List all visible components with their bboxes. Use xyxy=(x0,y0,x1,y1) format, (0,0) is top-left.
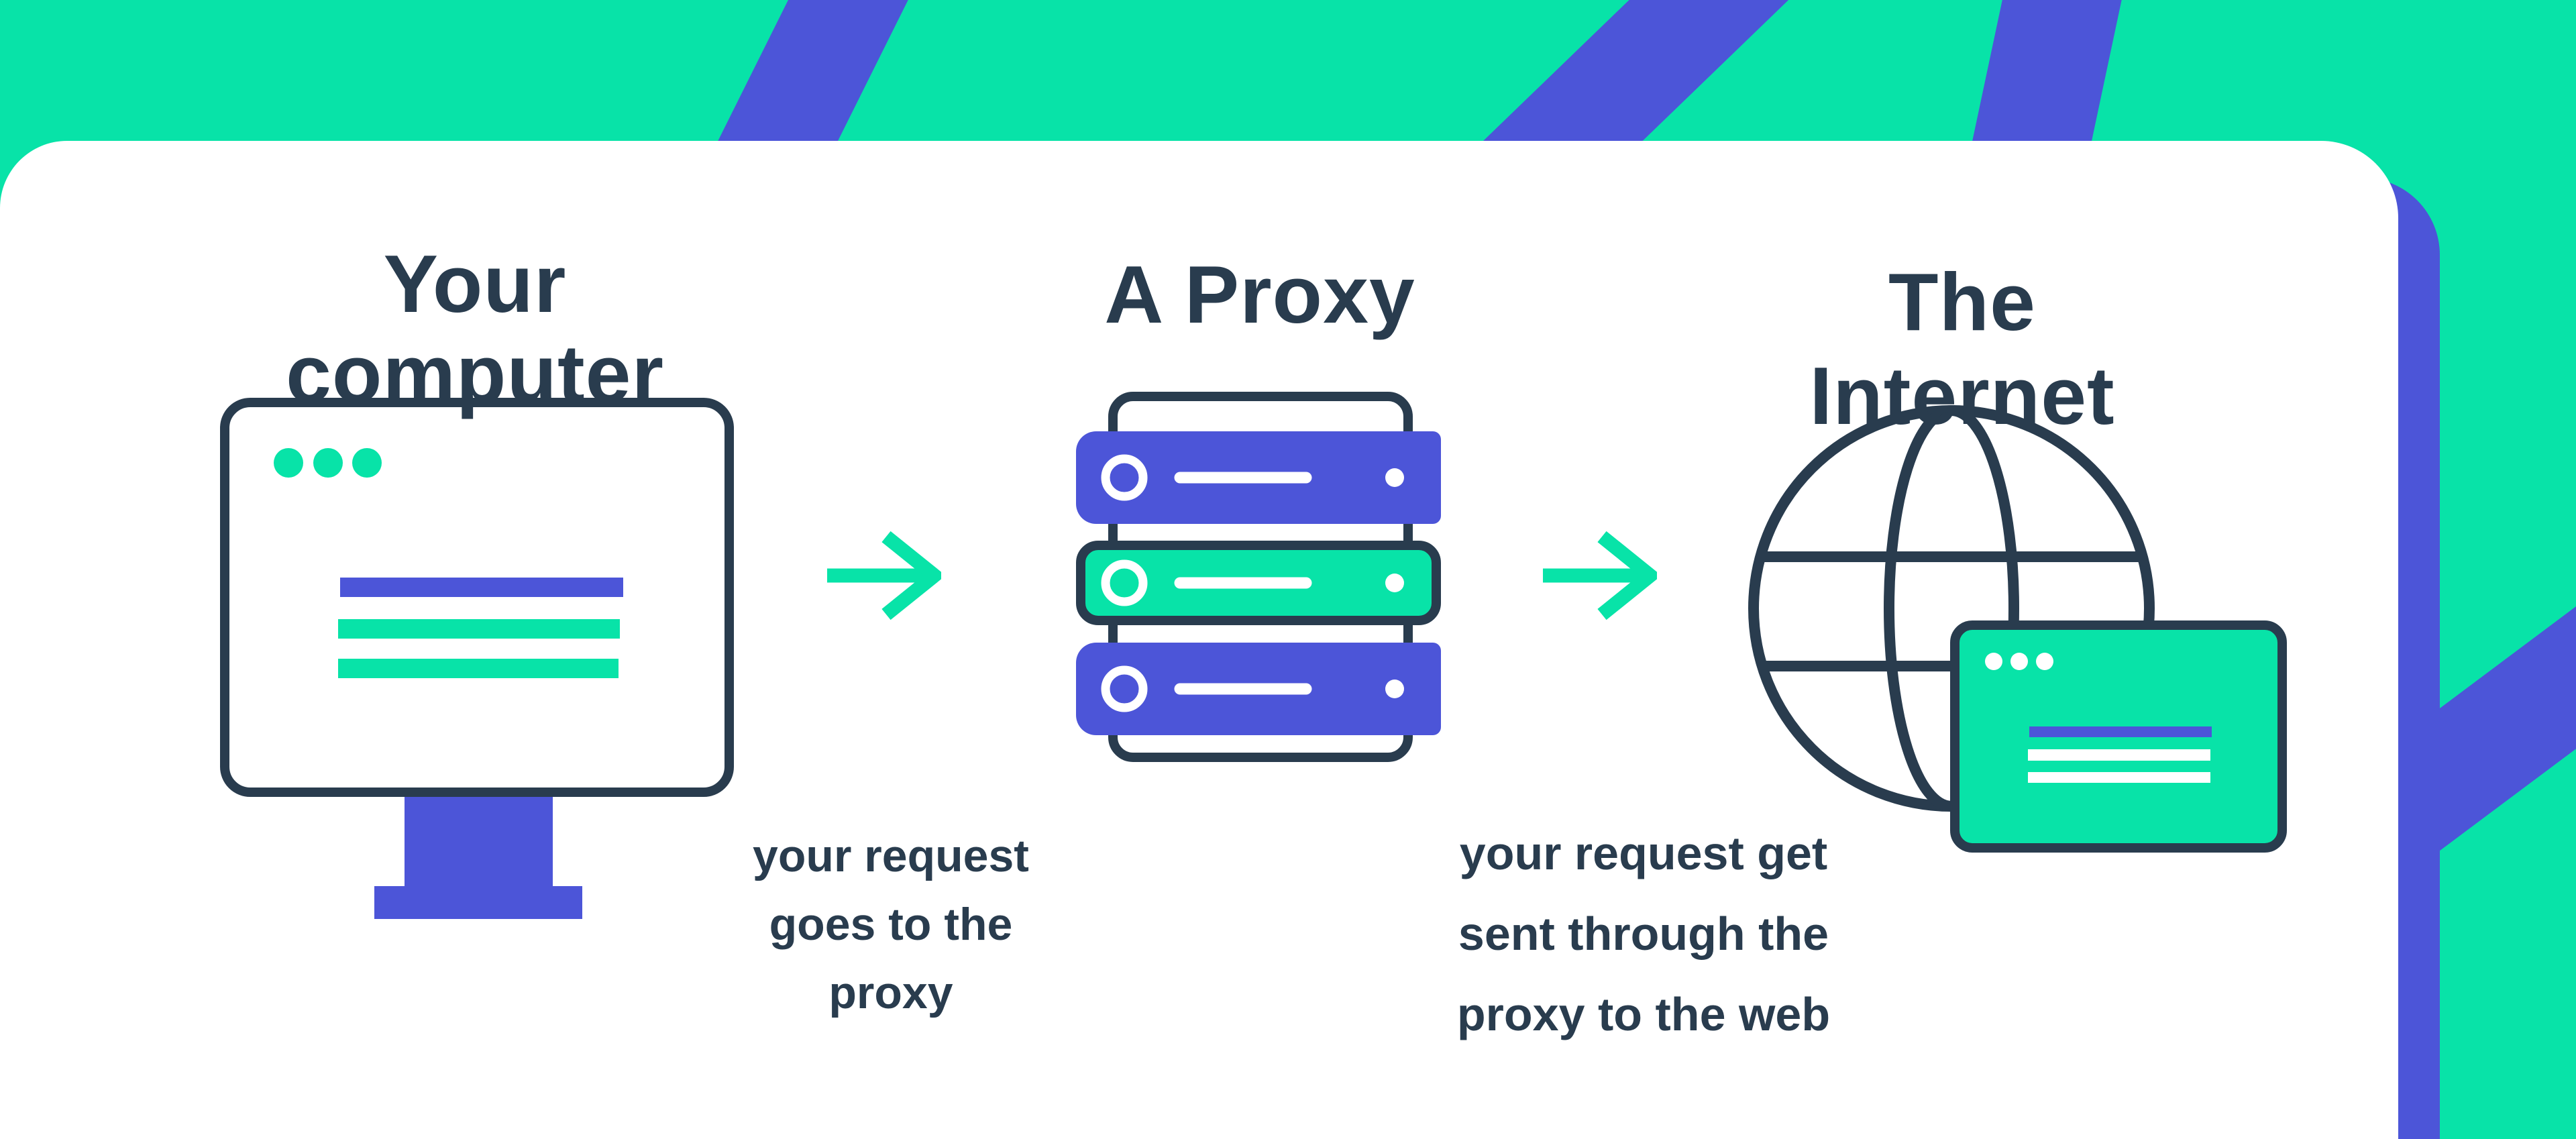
right-arrow-icon xyxy=(1543,531,1657,620)
screen-text-line xyxy=(338,619,620,639)
browser-text-line xyxy=(2028,749,2210,761)
node-title-line: A Proxy xyxy=(1104,249,1415,340)
node-title-line: computer xyxy=(286,328,664,419)
arrow-caption-step1: your request goes to the proxy xyxy=(753,822,1029,1027)
server-led-icon xyxy=(1385,468,1404,487)
server-led-icon xyxy=(1385,574,1404,592)
globe-browser-icon xyxy=(1748,405,2287,853)
monitor-stand-neck xyxy=(405,797,553,886)
server-led-icon xyxy=(1385,680,1404,698)
computer-monitor-icon xyxy=(220,398,734,919)
caption-line: proxy to the web xyxy=(1456,988,1831,1040)
node-title-internet: The Internet xyxy=(1809,255,2114,443)
node-title-computer: Your computer xyxy=(286,239,664,419)
server-ring-icon xyxy=(1101,665,1148,712)
window-dot-icon xyxy=(1985,653,2002,670)
caption-line: your request get xyxy=(1459,827,1828,879)
caption-line: goes to the xyxy=(769,899,1013,950)
monitor-stand-base xyxy=(374,886,582,919)
browser-text-line xyxy=(2028,772,2210,783)
server-stack-icon xyxy=(1076,392,1441,762)
window-dot-icon xyxy=(2036,653,2053,670)
node-title-line: Your xyxy=(383,238,567,329)
window-dot-icon xyxy=(313,448,343,478)
caption-line: your request xyxy=(753,830,1029,881)
right-arrow-icon xyxy=(827,531,941,620)
window-dot-icon xyxy=(2010,653,2028,670)
window-dot-icon xyxy=(352,448,382,478)
screen-text-line xyxy=(338,659,619,678)
caption-line: sent through the xyxy=(1458,908,1829,960)
server-ring-icon xyxy=(1101,559,1148,606)
node-title-line: The xyxy=(1888,256,2036,347)
arrow-caption-step2: your request get sent through the proxy … xyxy=(1457,813,1830,1054)
window-dot-icon xyxy=(274,448,303,478)
node-title-proxy: A Proxy xyxy=(1104,250,1415,339)
screen-text-line xyxy=(340,578,623,597)
caption-line: proxy xyxy=(828,967,953,1018)
browser-text-line xyxy=(2029,726,2212,737)
monitor-screen xyxy=(220,398,734,797)
node-title-line: Internet xyxy=(1809,350,2115,441)
server-ring-icon xyxy=(1101,454,1148,501)
